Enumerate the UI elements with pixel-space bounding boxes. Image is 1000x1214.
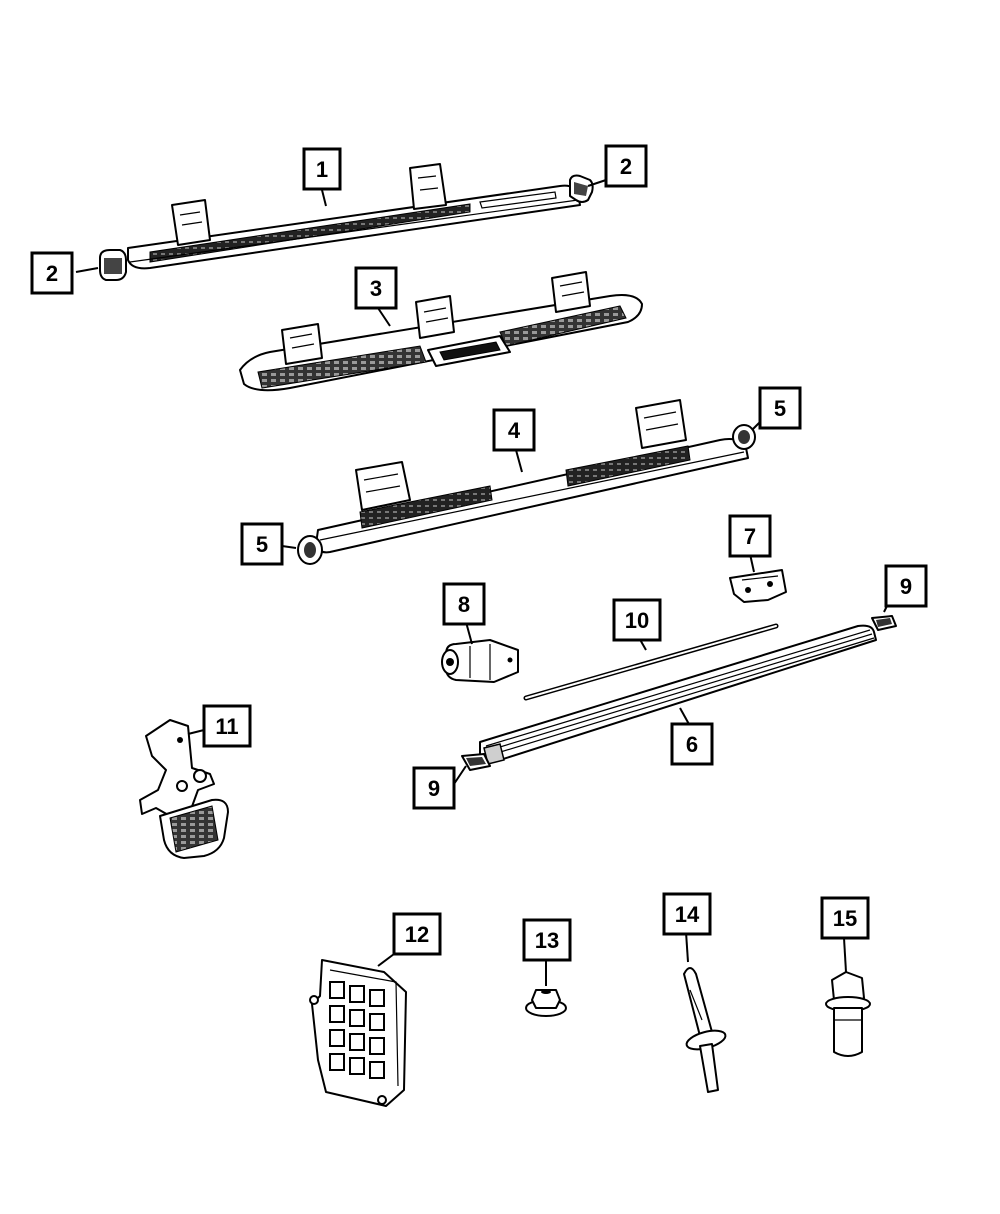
step-motor-assembly-part-11 — [139, 719, 229, 859]
callout-11: 11 — [202, 704, 252, 748]
rivet-part-14 — [683, 967, 727, 1093]
svg-text:13: 13 — [535, 928, 559, 953]
flange-nut-part-13 — [525, 989, 567, 1017]
svg-text:15: 15 — [833, 906, 857, 931]
svg-text:5: 5 — [774, 396, 786, 421]
svg-text:6: 6 — [686, 732, 698, 757]
svg-text:7: 7 — [744, 524, 756, 549]
callout-7: 7 — [728, 514, 772, 558]
callout-14: 14 — [662, 892, 712, 936]
svg-text:2: 2 — [46, 261, 58, 286]
running-board-part-3 — [239, 271, 643, 392]
end-cap-part-2-right — [569, 174, 594, 203]
svg-text:9: 9 — [428, 776, 440, 801]
control-module-part-12 — [309, 959, 407, 1107]
callout-9-left: 9 — [412, 766, 456, 810]
callout-2-right: 2 — [604, 144, 648, 188]
flange-bolt-part-15 — [825, 971, 871, 1057]
callout-13: 13 — [522, 918, 572, 962]
callout-12: 12 — [392, 912, 442, 956]
svg-text:10: 10 — [625, 608, 649, 633]
svg-text:2: 2 — [620, 154, 632, 179]
hinge-bracket-part-7 — [729, 569, 787, 603]
svg-text:8: 8 — [458, 592, 470, 617]
end-cap-part-9-right — [871, 615, 897, 631]
callout-2-left: 2 — [30, 251, 74, 295]
svg-text:4: 4 — [508, 418, 521, 443]
callout-4: 4 — [492, 408, 536, 452]
tubular-step-part-4 — [315, 399, 749, 554]
running-board-part-1 — [127, 163, 581, 270]
svg-text:12: 12 — [405, 922, 429, 947]
callout-9-right: 9 — [884, 564, 928, 608]
tube-end-cap-part-5-right — [732, 424, 756, 450]
callout-1: 1 — [302, 147, 342, 191]
end-cap-part-9-left — [461, 753, 491, 771]
callout-3: 3 — [354, 266, 398, 310]
callout-5-right: 5 — [758, 386, 802, 430]
tube-end-cap-part-5-left — [297, 535, 323, 565]
callout-8: 8 — [442, 582, 486, 626]
svg-text:14: 14 — [675, 902, 700, 927]
svg-text:1: 1 — [316, 157, 328, 182]
svg-text:11: 11 — [215, 714, 238, 739]
svg-text:9: 9 — [900, 574, 912, 599]
drive-shaft-part-10 — [523, 623, 779, 701]
svg-text:5: 5 — [256, 532, 268, 557]
callout-10: 10 — [612, 598, 662, 642]
callout-5-left: 5 — [240, 522, 284, 566]
callout-15: 15 — [820, 896, 870, 940]
end-cap-part-2-left — [99, 249, 127, 281]
svg-text:3: 3 — [370, 276, 382, 301]
motor-part-8 — [441, 639, 519, 683]
callout-6: 6 — [670, 722, 714, 766]
